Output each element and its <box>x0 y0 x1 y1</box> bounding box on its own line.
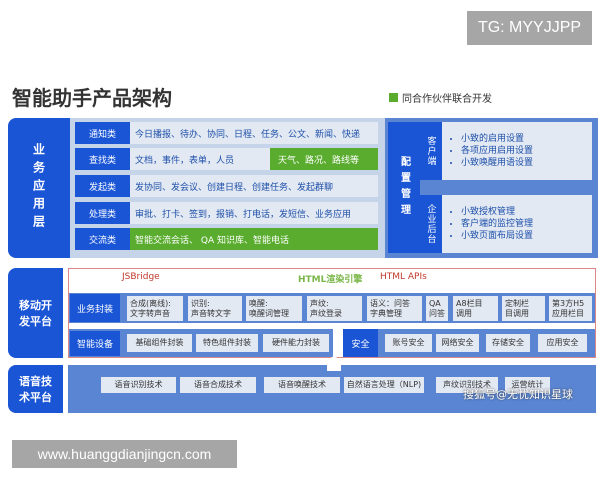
business-wrap-item: 定制栏 目调用 <box>502 296 545 321</box>
device-label: 智能设备 <box>70 331 120 356</box>
list-item: 小致页面布局设置 <box>461 230 533 242</box>
client-label: 客户端 <box>420 122 442 180</box>
list-item: 客户端的监控管理 <box>461 218 533 230</box>
legend: 同合作伙伴联合开发 <box>389 90 492 105</box>
security-item: 存储安全 <box>486 334 530 352</box>
business-wrap-item: 声纹: 声纹登录 <box>307 296 362 321</box>
voice-tech-item: 运营统计 <box>505 377 550 393</box>
list-item: 小致的启用设置 <box>461 133 533 145</box>
legend-swatch <box>389 93 398 102</box>
business-wrap-item: 第3方H5 应用栏目 <box>549 296 592 321</box>
watermark: 搜狐号@无忧知识星球 <box>463 388 573 401</box>
business-wrap-item: QA 问答 <box>426 296 448 321</box>
tg-badge: TG: MYYJJPP <box>467 11 592 45</box>
device-item: 基础组件封装 <box>127 334 192 352</box>
category-label: 通知类 <box>75 122 130 144</box>
voice-tech-item: 语音合成技术 <box>180 377 256 393</box>
security-label: 安全 <box>343 329 378 357</box>
list-item: 小致唤醒用语设置 <box>461 157 533 169</box>
business-wrap-item: 合成(离线): 文字转声音 <box>127 296 183 321</box>
category-items: 文档，事件，表单，人员 <box>130 148 270 170</box>
category-items: 智能交流会话、 QA 知识库、智能电话 <box>130 228 378 250</box>
voice-platform-label: 语音技术平台 <box>8 365 63 413</box>
page-title: 智能助手产品架构 <box>12 86 172 110</box>
voice-tech-item: 自然语言处理（NLP) <box>344 377 424 393</box>
arrow-up-icon <box>320 356 348 364</box>
security-item: 网络安全 <box>436 334 479 352</box>
html-apis-label: HTML APIs <box>380 272 427 282</box>
footer-url: www.huanggdianjingcn.com <box>12 440 237 468</box>
category-items: 审批、打卡、签到，报销、打电话，发短信、业务应用 <box>130 202 378 224</box>
mobile-platform-label: 移动开发平台 <box>8 268 63 358</box>
category-items: 发协同、发会议、创建日程、创建任务、发起群聊 <box>130 175 378 197</box>
category-label: 发起类 <box>75 175 130 197</box>
business-wrap-item: 识别: 声音转文字 <box>188 296 242 321</box>
category-items: 今日播报、待办、协同、日程、任务、公文、新闻、快递 <box>130 122 378 144</box>
business-wrap-label: 业务封装 <box>70 294 120 322</box>
list-item: 小致授权管理 <box>461 206 533 218</box>
business-layer-label: 业务应用层 <box>8 118 70 258</box>
business-wrap-item: 语义：问答 字典管理 <box>367 296 422 321</box>
category-label: 查找类 <box>75 148 130 170</box>
jsbridge-label: JSBridge <box>122 272 160 282</box>
voice-tech-item: 语音唤醒技术 <box>264 377 340 393</box>
partner-items: 天气、路况、路线等 <box>270 148 378 170</box>
enterprise-label: 企业后台 <box>420 195 442 253</box>
list-item: 各项应用启用设置 <box>461 145 533 157</box>
business-wrap-item: A8栏目 调用 <box>453 296 498 321</box>
legend-label: 同合作伙伴联合开发 <box>402 94 492 105</box>
security-item: 账号安全 <box>385 334 432 352</box>
business-wrap-item: 唤醒: 唤醒词管理 <box>246 296 302 321</box>
arrow-shaft <box>327 363 341 371</box>
voice-tech-item: 语音识别技术 <box>101 377 176 393</box>
security-item: 应用安全 <box>538 334 587 352</box>
enterprise-items: 小致授权管理客户端的监控管理小致页面布局设置 <box>442 195 592 253</box>
device-item: 硬件能力封装 <box>263 334 329 352</box>
device-item: 特色组件封装 <box>196 334 258 352</box>
html-engine-label: HTML渲染引擎 <box>298 275 363 285</box>
category-label: 交流类 <box>75 228 130 250</box>
category-label: 处理类 <box>75 202 130 224</box>
voice-tech-item: 声纹识别技术 <box>436 377 498 393</box>
config-label: 配置管理 <box>388 122 420 253</box>
client-items: 小致的启用设置各项应用启用设置小致唤醒用语设置 <box>442 122 592 180</box>
